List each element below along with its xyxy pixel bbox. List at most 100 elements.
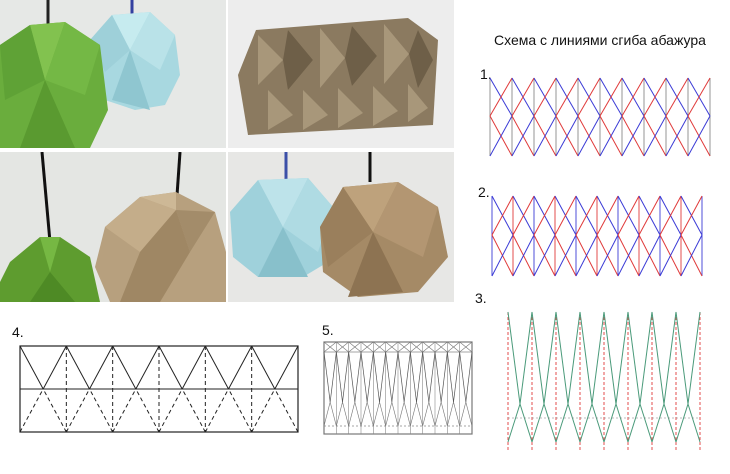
diagram-title: Схема с линиями сгиба абажура [494, 32, 706, 48]
mountain-fold-line [491, 195, 514, 236]
mountain-fold-line [533, 77, 557, 117]
diagonal-fold-line [391, 351, 399, 403]
diagonal-fold-line [591, 311, 605, 405]
diagonal-fold-line [373, 341, 386, 353]
diagonal-fold-line [651, 311, 665, 405]
valley-fold-line [596, 234, 619, 277]
diagonal-fold-line [329, 401, 337, 427]
diagonal-fold-line [422, 401, 430, 427]
diagonal-fold-line [391, 401, 399, 427]
diagonal-fold-line [422, 341, 436, 353]
valley-fold-line [665, 115, 689, 157]
mountain-fold-line [643, 77, 667, 117]
diagonal-fold-line [519, 311, 533, 405]
valley-fold-line [638, 234, 661, 277]
diagonal-fold-line [397, 401, 405, 427]
diagonal-fold-line [416, 351, 424, 403]
diagonal-fold-line [663, 311, 677, 405]
diagonal-fold-line [19, 388, 44, 433]
diagonal-fold-line [687, 311, 701, 405]
diagonal-fold-line [543, 311, 557, 405]
diagonal-fold-line [372, 351, 380, 403]
valley-fold-line [621, 115, 645, 157]
diagonal-fold-line [204, 388, 229, 433]
valley-fold-line [577, 115, 601, 157]
diagonal-fold-line [360, 401, 368, 427]
diagonal-fold-line [687, 403, 701, 443]
diagonal-fold-line [112, 345, 137, 390]
diagonal-fold-line [440, 351, 448, 403]
diagonal-fold-line [465, 401, 473, 427]
diagram-label-5: 5. [322, 322, 334, 338]
diagonal-fold-line [519, 403, 533, 443]
diagonal-fold-line [336, 341, 349, 353]
diagonal-fold-line [440, 401, 448, 427]
valley-fold-line [489, 115, 513, 157]
mountain-fold-line [489, 77, 513, 117]
diagonal-fold-line [329, 351, 337, 403]
diagonal-fold-line [251, 345, 276, 390]
diagonal-fold-line [348, 341, 362, 353]
mountain-fold-line [512, 195, 535, 236]
mountain-fold-line [687, 77, 711, 117]
diagonal-fold-line [342, 401, 349, 427]
diagonal-fold-line [228, 345, 253, 390]
photo-folded-kraft-sheet [228, 0, 454, 148]
diagonal-fold-line [360, 351, 368, 403]
diagonal-fold-line [639, 403, 653, 443]
valley-fold-line [555, 115, 579, 157]
valley-fold-line [512, 234, 535, 277]
diagonal-fold-line [446, 351, 454, 403]
diagonal-fold-line [397, 341, 411, 353]
valley-fold-line [599, 115, 623, 157]
diagonal-fold-line [366, 351, 374, 403]
diagonal-fold-line [459, 341, 473, 353]
diagonal-fold-line [342, 351, 350, 403]
valley-fold-line [554, 234, 577, 277]
diagonal-fold-line [228, 388, 253, 433]
mountain-fold-line [665, 77, 689, 117]
diagonal-fold-line [453, 351, 461, 403]
diagonal-fold-line [403, 351, 411, 403]
diagonal-fold-line [204, 345, 229, 390]
diagonal-fold-line [366, 401, 374, 427]
diagonal-fold-line [416, 401, 423, 427]
diagonal-fold-line [459, 351, 467, 403]
diagonal-fold-line [385, 341, 399, 353]
photo-blue-kraft-lamps [228, 152, 454, 302]
diagonal-fold-line [555, 311, 569, 405]
diagonal-fold-line [354, 351, 362, 403]
diagonal-fold-line [354, 401, 362, 427]
diagonal-fold-line [447, 401, 454, 427]
diagonal-fold-line [651, 403, 665, 443]
valley-fold-line [575, 234, 598, 277]
diagonal-fold-line [19, 345, 44, 390]
diagonal-fold-line [348, 401, 356, 427]
diagonal-fold-line [65, 345, 90, 390]
mountain-fold-line [680, 195, 703, 236]
diagonal-fold-line [555, 403, 569, 443]
diagonal-fold-line [385, 401, 393, 427]
diagonal-fold-line [453, 401, 460, 427]
mountain-fold-line [554, 195, 577, 236]
diagonal-fold-line [403, 401, 411, 427]
diagonal-fold-line [447, 341, 460, 353]
valley-fold-line [687, 115, 711, 157]
diagonal-fold-line [615, 311, 629, 405]
diagonal-fold-line [335, 351, 343, 403]
diagonal-fold-line [531, 311, 545, 405]
diagonal-fold-line [663, 403, 677, 443]
valley-fold-line [680, 234, 703, 277]
diagonal-fold-line [42, 345, 67, 390]
mountain-fold-line [599, 77, 623, 117]
diagonal-fold-line [543, 403, 557, 443]
fold-diagram-3 [500, 308, 710, 456]
diagonal-fold-line [428, 401, 436, 427]
valley-fold-line [643, 115, 667, 157]
valley-fold-line [491, 234, 514, 277]
diagonal-fold-line [360, 341, 374, 353]
diagonal-fold-line [675, 311, 689, 405]
diagonal-fold-line [465, 351, 473, 403]
diagonal-fold-line [579, 403, 593, 443]
valley-fold-line [533, 115, 557, 157]
